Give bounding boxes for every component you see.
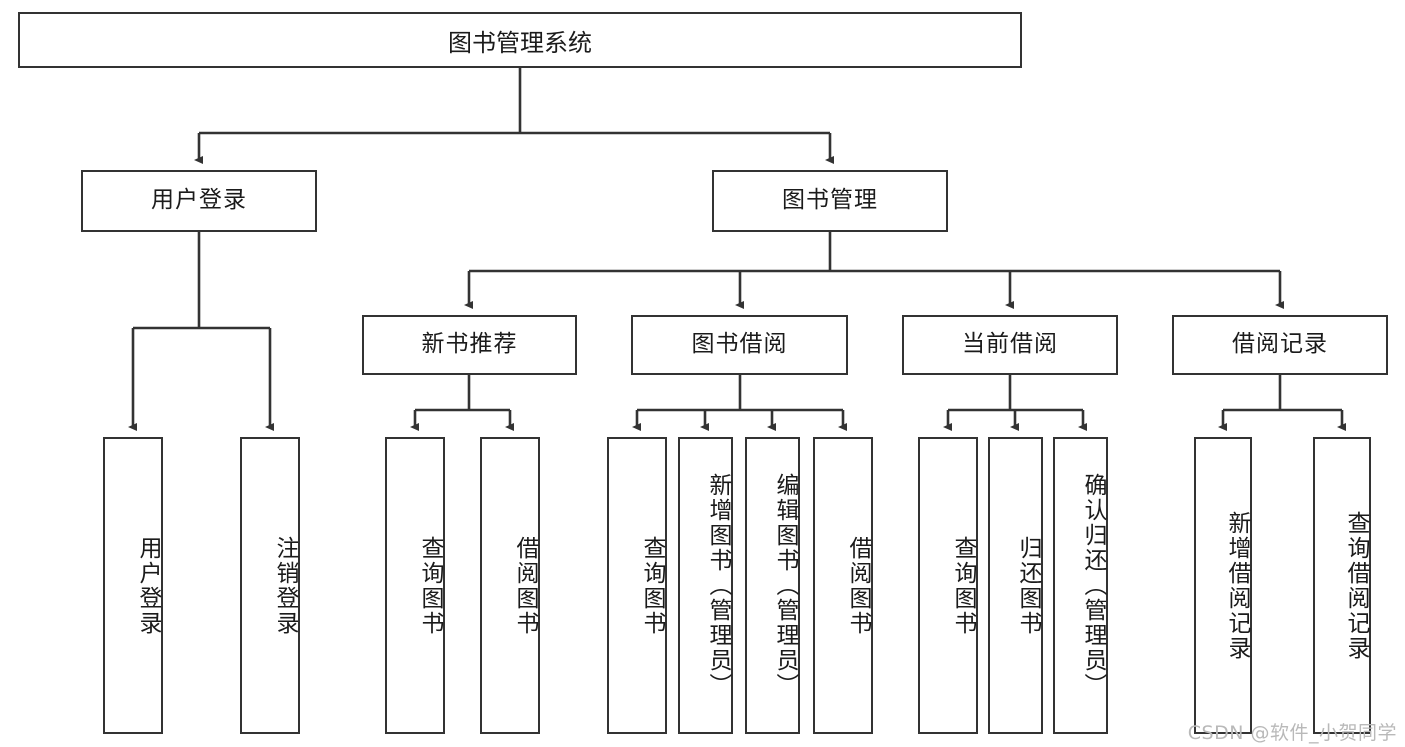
leaf-borrow-add-book-admin[interactable]: 新增图书（管理员） [678, 437, 733, 734]
node-label: 图书借阅 [691, 331, 788, 358]
node-label: 查询借阅记录 [1343, 510, 1369, 661]
node-current-borrow[interactable]: 当前借阅 [902, 315, 1118, 375]
node-root-system[interactable]: 图书管理系统 [18, 12, 1022, 68]
node-label: 查询图书 [417, 535, 443, 636]
leaf-current-confirm-return-admin[interactable]: 确认归还（管理员） [1053, 437, 1108, 734]
leaf-user-login-logout[interactable]: 注销登录 [240, 437, 300, 734]
leaf-user-login-login[interactable]: 用户登录 [103, 437, 163, 734]
leaf-borrow-query-book[interactable]: 查询图书 [607, 437, 667, 734]
node-label: 借阅图书 [845, 535, 871, 636]
leaf-record-query-record[interactable]: 查询借阅记录 [1313, 437, 1371, 734]
node-label: 查询图书 [950, 535, 976, 636]
node-label: 新增图书（管理员） [705, 473, 731, 698]
leaf-borrow-borrow-book[interactable]: 借阅图书 [813, 437, 873, 734]
leaf-recommend-borrow-book[interactable]: 借阅图书 [480, 437, 540, 734]
node-borrow-record[interactable]: 借阅记录 [1172, 315, 1388, 375]
node-label: 用户登录 [135, 535, 161, 636]
csdn-watermark: CSDN @软件_小贺同学 [1187, 722, 1397, 744]
node-label: 注销登录 [272, 535, 298, 636]
node-user-login[interactable]: 用户登录 [81, 170, 317, 232]
node-label: 新书推荐 [421, 331, 518, 358]
node-label: 借阅图书 [512, 535, 538, 636]
node-label: 当前借阅 [962, 331, 1058, 358]
node-new-book-recommend[interactable]: 新书推荐 [362, 315, 577, 375]
node-label: 借阅记录 [1232, 331, 1328, 358]
leaf-borrow-edit-book-admin[interactable]: 编辑图书（管理员） [745, 437, 800, 734]
leaf-record-add-record[interactable]: 新增借阅记录 [1194, 437, 1252, 734]
node-book-management[interactable]: 图书管理 [712, 170, 948, 232]
node-label: 图书管理 [782, 187, 878, 214]
node-label: 归还图书 [1015, 535, 1041, 636]
leaf-current-return-book[interactable]: 归还图书 [988, 437, 1043, 734]
node-label: 查询图书 [639, 535, 665, 636]
node-label: 用户登录 [151, 187, 247, 214]
node-label: 新增借阅记录 [1224, 510, 1250, 661]
leaf-recommend-query-book[interactable]: 查询图书 [385, 437, 445, 734]
leaf-current-query-book[interactable]: 查询图书 [918, 437, 978, 734]
node-label: 确认归还（管理员） [1080, 473, 1106, 698]
node-label: 编辑图书（管理员） [772, 473, 798, 698]
node-book-borrow[interactable]: 图书借阅 [631, 315, 848, 375]
node-label: 图书管理系统 [448, 28, 592, 57]
